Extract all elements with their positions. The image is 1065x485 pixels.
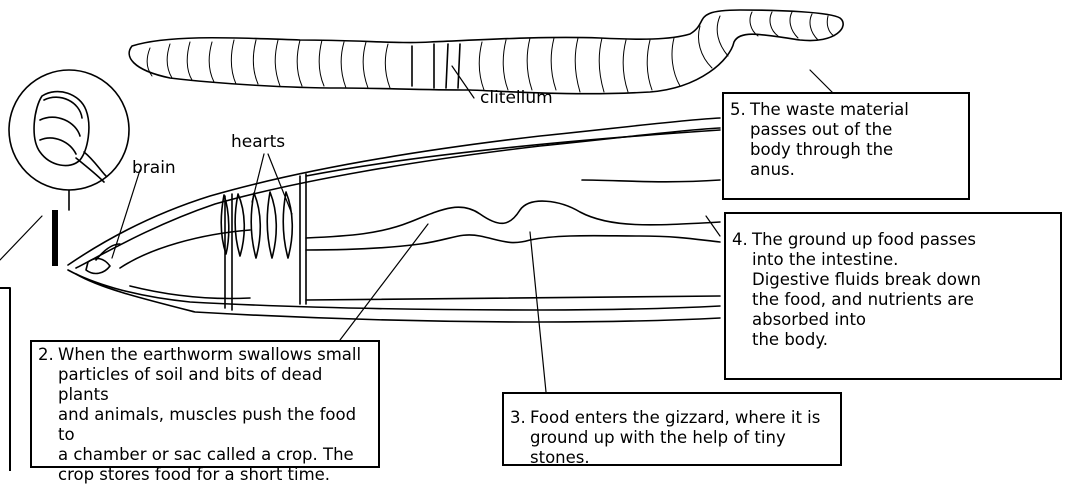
step-5-box: 5. The waste material passes out of the …: [722, 92, 970, 200]
hearts-label: hearts: [231, 132, 285, 152]
step-3-number: 3.: [510, 408, 526, 428]
clitellum-label: clitellum: [480, 88, 553, 108]
step-2-number: 2.: [38, 345, 54, 365]
step-5-text: The waste material passes out of the bod…: [730, 100, 962, 180]
step-4-box: 4. The ground up food passes into the in…: [724, 212, 1062, 380]
step-5-number: 5.: [730, 100, 746, 120]
earthworm-illustration: [129, 10, 843, 94]
earthworm-dissection: [68, 118, 720, 322]
step-4-text: The ground up food passes into the intes…: [732, 230, 1054, 350]
step-2-text: When the earthworm swallows small partic…: [38, 345, 372, 485]
head-closeup: [9, 70, 129, 210]
step-3-box: 3. Food enters the gizzard, where it is …: [502, 392, 842, 466]
step-4-number: 4.: [732, 230, 748, 250]
step-1-bracket: [0, 288, 10, 471]
head-marker-bar: [52, 210, 58, 266]
brain-label: brain: [132, 158, 176, 178]
step-3-text: Food enters the gizzard, where it is gro…: [510, 408, 834, 468]
step-2-box: 2. When the earthworm swallows small par…: [30, 340, 380, 468]
